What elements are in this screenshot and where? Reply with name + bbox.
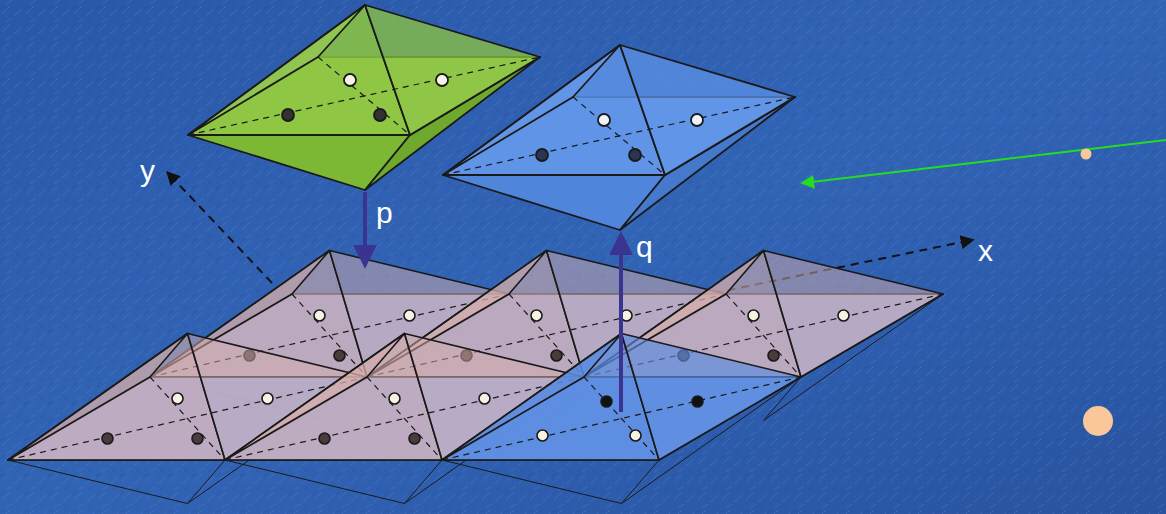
axis-label: y (140, 156, 155, 186)
arrow-label: q (636, 232, 653, 262)
axis-label: x (978, 236, 993, 266)
arrow-label: p (376, 198, 393, 228)
